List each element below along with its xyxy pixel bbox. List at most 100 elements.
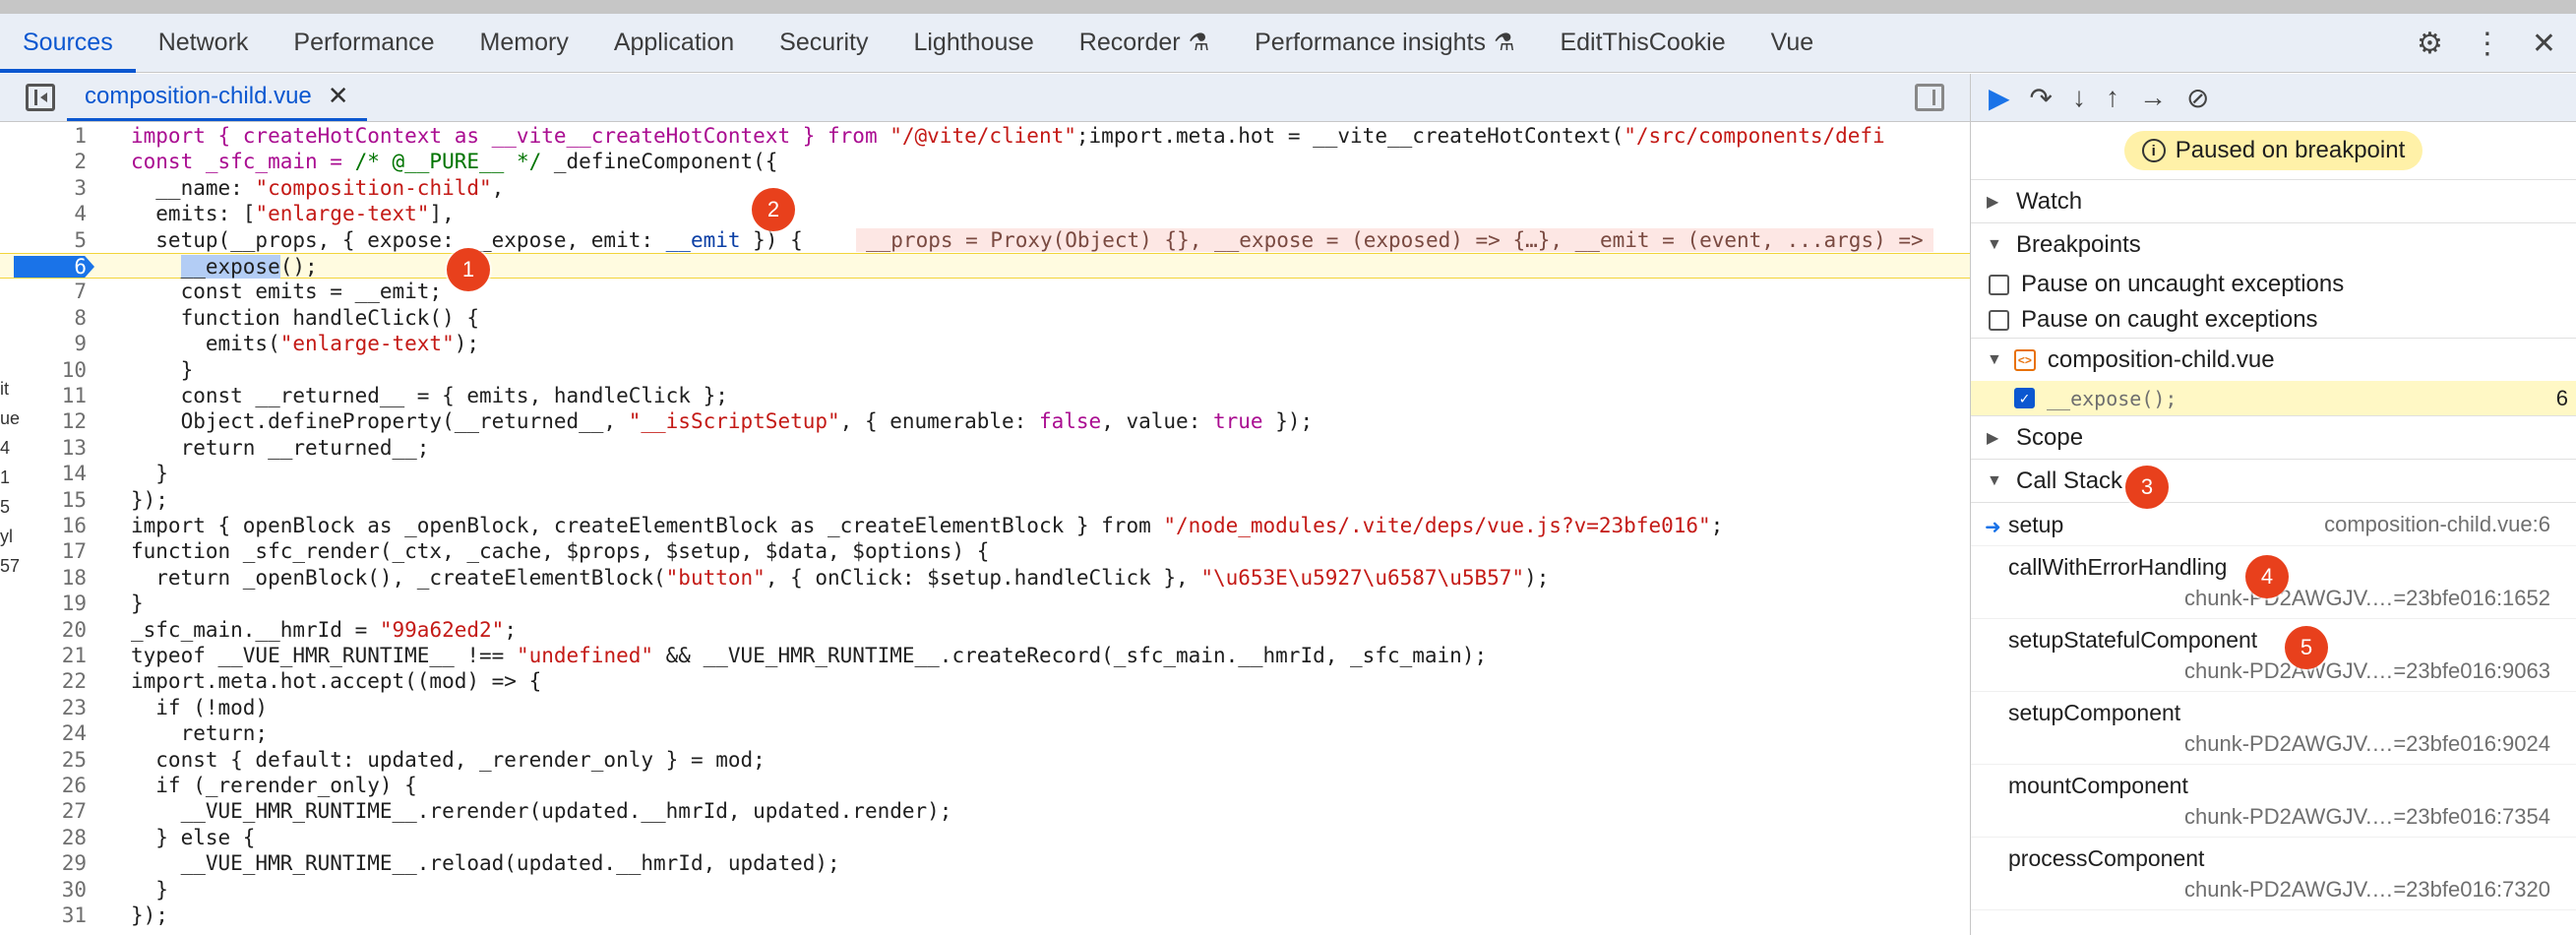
annotation-badge-2: 2 (752, 188, 795, 231)
tab-performance-insights[interactable]: Performance insights⚗ (1255, 29, 1515, 56)
current-execution-line: 6 __expose(); (0, 253, 1970, 280)
section-breakpoints[interactable]: ▼Breakpoints (1971, 223, 2576, 267)
pause-uncaught-row[interactable]: Pause on uncaught exceptions (1971, 267, 2576, 302)
tab-recorder[interactable]: Recorder⚗ (1078, 29, 1210, 56)
tab-lighthouse[interactable]: Lighthouse (913, 29, 1034, 56)
expand-right-icon: ▶ (1987, 429, 1999, 447)
current-frame-arrow-icon: ➜ (1985, 517, 2001, 538)
breakpoint-enabled-checkbox[interactable]: ✓ (2014, 388, 2035, 408)
pause-uncaught-checkbox[interactable] (1989, 274, 2009, 295)
devtools-tab-bar: Sources Network Performance Memory Appli… (0, 14, 2576, 73)
tab-network[interactable]: Network (157, 29, 249, 56)
code-line: 29 __VUE_HMR_RUNTIME__.reload(updated.__… (61, 851, 840, 876)
browser-top-strip (0, 0, 2576, 14)
close-icon[interactable]: ✕ (327, 81, 349, 110)
code-line: 8 function handleClick() { (74, 305, 480, 330)
file-tab-label: composition-child.vue (85, 82, 312, 109)
breakpoint-entry[interactable]: ✓__expose();6 (1971, 381, 2576, 416)
code-line: 20_sfc_main.__hmrId = "99a62ed2"; (61, 617, 517, 642)
debugger-sidebar: ▶ ↷ ↓ ↑ → ⊘ i Paused on breakpoint ▶Watc… (1970, 74, 2576, 935)
tab-vue[interactable]: Vue (1770, 29, 1814, 56)
flask-icon: ⚗ (1493, 30, 1515, 56)
vue-file-icon: <> (2013, 348, 2036, 371)
section-watch[interactable]: ▶Watch (1971, 180, 2576, 223)
code-line: 15}); (61, 487, 168, 512)
code-line: 28 } else { (61, 825, 256, 849)
step-icon[interactable]: → (2139, 82, 2168, 112)
collapse-down-icon: ▼ (1987, 350, 2002, 368)
more-vertical-icon[interactable]: ⋮ (2472, 27, 2502, 60)
code-line: 19} (61, 592, 144, 616)
tab-sources[interactable]: Sources (0, 14, 136, 73)
settings-gear-icon[interactable]: ⚙ (2416, 27, 2443, 60)
resume-icon[interactable]: ▶ (1989, 82, 2010, 113)
code-line: 24 return; (61, 721, 269, 746)
flask-icon: ⚗ (1188, 30, 1210, 56)
pause-caught-checkbox[interactable] (1989, 309, 2009, 331)
tab-security[interactable]: Security (779, 29, 869, 56)
step-out-icon[interactable]: ↑ (2106, 82, 2120, 112)
toggle-debugger-icon[interactable] (1915, 84, 1944, 111)
collapse-down-icon: ▼ (1987, 236, 2002, 253)
step-over-icon[interactable]: ↷ (2029, 82, 2054, 113)
annotation-badge-4: 4 (2245, 555, 2289, 598)
editor-file-bar: composition-child.vue ✕ (0, 74, 1970, 122)
paused-status-row: i Paused on breakpoint (1971, 122, 2576, 180)
code-line: 27 __VUE_HMR_RUNTIME__.rerender(updated.… (61, 799, 952, 824)
code-line: 13 return __returned__; (61, 435, 430, 460)
tab-memory[interactable]: Memory (479, 29, 569, 56)
code-line: 11 const __returned__ = { emits, handleC… (61, 384, 728, 407)
expand-right-icon: ▶ (1987, 193, 1999, 211)
inline-variable-values: __props = Proxy(Object) {}, __expose = (… (856, 227, 1933, 252)
code-line: 7 const emits = __emit; (74, 280, 443, 304)
code-line: 12 Object.defineProperty(__returned__, "… (61, 409, 1314, 434)
code-line: 18 return _openBlock(), _createElementBl… (61, 565, 1550, 590)
info-icon: i (2141, 139, 2166, 162)
code-line: 3 __name: "composition-child", (74, 175, 505, 200)
tab-editthiscookie[interactable]: EditThisCookie (1560, 29, 1726, 56)
breakpoint-file-group[interactable]: ▼<>composition-child.vue (1971, 338, 2576, 381)
section-call-stack[interactable]: ▼Call Stack (1971, 460, 2576, 503)
toggle-navigator-icon[interactable] (26, 84, 55, 111)
close-icon[interactable]: ✕ (2531, 27, 2556, 60)
paused-status-badge: i Paused on breakpoint (2123, 131, 2423, 170)
code-line: 9 emits("enlarge-text"); (74, 332, 480, 356)
pause-caught-row[interactable]: Pause on caught exceptions (1971, 302, 2576, 338)
breakpoint-marker[interactable] (14, 256, 94, 278)
code-line: 30 } (61, 877, 168, 902)
devtools-tab-actions: ⚙ ⋮ ✕ (2417, 14, 2556, 73)
annotation-badge-1: 1 (447, 248, 490, 291)
collapse-down-icon: ▼ (1987, 471, 2002, 489)
code-line: 26 if (_rerender_only) { (61, 774, 417, 797)
code-line: 4 emits: ["enlarge-text"], (74, 202, 455, 226)
left-edge-fragments: it ue 4 1 5 yl 57 (0, 379, 21, 576)
code-line: 31}); (61, 904, 168, 927)
tab-performance[interactable]: Performance (293, 29, 435, 56)
annotation-badge-5: 5 (2285, 626, 2328, 669)
step-into-icon[interactable]: ↓ (2072, 82, 2087, 112)
code-line: 5 setup(__props, { expose: __expose, emi… (0, 227, 1970, 253)
tab-application[interactable]: Application (613, 29, 735, 56)
section-scope[interactable]: ▶Scope (1971, 416, 2576, 460)
deactivate-breakpoints-icon[interactable]: ⊘ (2186, 82, 2210, 113)
code-line: 10 } (61, 357, 194, 382)
debugger-toolbar: ▶ ↷ ↓ ↑ → ⊘ (1971, 74, 2576, 122)
file-tab-composition-child[interactable]: composition-child.vue ✕ (67, 74, 367, 121)
annotation-badge-3: 3 (2125, 466, 2169, 509)
code-line: 23 if (!mod) (61, 695, 269, 719)
code-line: 25 const { default: updated, _rerender_o… (61, 747, 766, 772)
code-line: 14 } (61, 462, 168, 486)
